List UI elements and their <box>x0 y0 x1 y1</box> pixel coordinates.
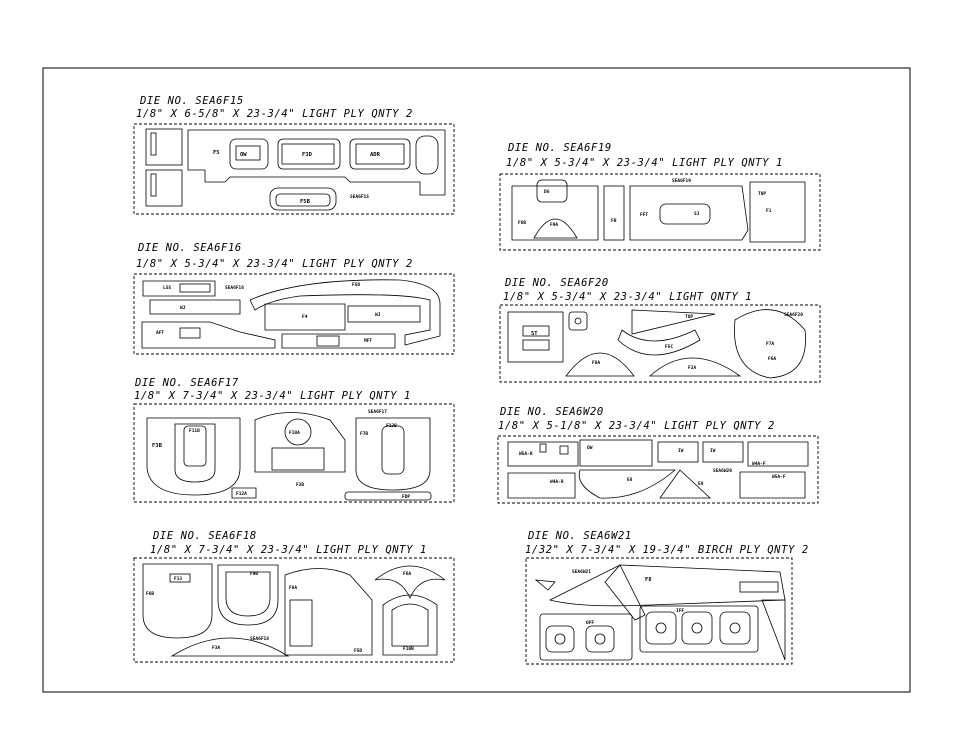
panel-sea6f19-die: DIE NO. SEA6F19 <box>507 142 612 154</box>
panel-sea6w21: DIE NO. SEA6W21 1/32" X 7-3/4" X 19-3/4"… <box>525 530 809 665</box>
part-label: F6A <box>768 356 776 362</box>
part-label: SEA6W21 <box>572 569 591 575</box>
panel-sea6w21-spec: 1/32" X 7-3/4" X 19-3/4" BIRCH PLY QNTY … <box>525 544 809 556</box>
part-label: SJ <box>694 211 700 217</box>
part-label: F11B <box>189 428 200 434</box>
panel-sea6w20-outline <box>497 435 819 504</box>
panel-sea6f15-die: DIE NO. SEA6F15 <box>139 95 244 107</box>
part-label: LSS <box>163 285 171 291</box>
part-label: SEA6F15 <box>350 194 369 200</box>
part-label: AFT <box>156 330 164 336</box>
part-label: SEA6F16 <box>225 285 244 291</box>
part-label: F10A <box>289 430 300 436</box>
part-label: OW <box>240 152 247 158</box>
panel-sea6f20-outline <box>499 304 821 383</box>
part-label: WJ <box>180 305 186 311</box>
panel-sea6f19-outline <box>499 173 821 251</box>
part-label: IW <box>678 448 684 454</box>
part-label: SEA6F17 <box>368 409 387 415</box>
part-label: WJ <box>375 312 381 318</box>
part-label: F1 <box>766 208 772 214</box>
part-label: F6B <box>146 591 154 597</box>
panel-sea6f19: DIE NO. SEA6F19 1/8" X 5-3/4" X 23-3/4" … <box>499 142 821 251</box>
part-label: OW <box>587 445 593 451</box>
part-label: SEA6W20 <box>713 468 732 474</box>
part-label: W5A-R <box>519 451 533 457</box>
panel-sea6w21-outline <box>525 557 793 665</box>
part-label: F5B <box>300 199 311 205</box>
part-label: SEA6F18 <box>250 636 269 642</box>
part-label: F4 <box>302 314 308 320</box>
part-label: F7B <box>360 431 368 437</box>
part-label: F12B <box>386 423 397 429</box>
part-label: W5A-F <box>772 474 786 480</box>
panel-sea6f15-outline <box>133 123 455 215</box>
part-label: TOP <box>758 191 766 197</box>
panel-sea6w20: DIE NO. SEA6W20 1/8" X 5-1/8" X 23-3/4" … <box>497 406 819 504</box>
part-label: F2A <box>688 365 696 371</box>
panel-sea6w21-die: DIE NO. SEA6W21 <box>527 530 632 542</box>
panel-sea6f20: DIE NO. SEA6F20 1/8" X 5-3/4" X 23-3/4" … <box>499 277 821 383</box>
panel-sea6w20-spec: 1/8" X 5-1/8" X 23-3/4" LIGHT PLY QNTY 2 <box>498 420 775 432</box>
part-label: MFT <box>364 338 372 344</box>
part-label: W4A-R <box>550 479 564 485</box>
part-label: TOP <box>685 314 693 320</box>
part-label: F5D <box>354 648 362 654</box>
panel-sea6f15-spec: 1/8" X 6-5/8" X 23-3/4" LIGHT PLY QNTY 2 <box>136 108 413 120</box>
panel-sea6f17-die: DIE NO. SEA6F17 <box>134 377 239 389</box>
panel-sea6f16-die: DIE NO. SEA6F16 <box>137 242 242 254</box>
part-label: F5 <box>213 150 220 156</box>
drawing-border <box>42 67 911 693</box>
part-label: ST <box>531 331 538 337</box>
part-label: F6A <box>403 571 411 577</box>
part-label: F9B <box>250 571 258 577</box>
part-label: FDP <box>402 494 410 500</box>
part-label: E8 <box>627 477 633 483</box>
part-label: F3B <box>152 443 163 449</box>
part-label: F3D <box>302 152 313 158</box>
part-label: FFT <box>640 212 648 218</box>
panel-sea6f19-spec: 1/8" X 5-3/4" X 23-3/4" LIGHT PLY QNTY 1 <box>506 157 783 169</box>
part-label: F2B <box>296 482 304 488</box>
part-label: FB <box>611 218 617 224</box>
part-label: ADR <box>370 152 381 158</box>
part-label: OFF <box>586 620 594 626</box>
panel-sea6f18-spec: 1/8" X 7-3/4" X 23-3/4" LIGHT PLY QNTY 1 <box>150 544 427 556</box>
panel-sea6f20-die: DIE NO. SEA6F20 <box>504 277 609 289</box>
panel-sea6f16-spec: 1/8" X 5-3/4" X 23-3/4" LIGHT PLY QNTY 2 <box>136 258 413 270</box>
panel-sea6f20-spec: 1/8" X 5-3/4" X 23-3/4" LIGHT QNTY 1 <box>503 291 752 303</box>
part-label: F10B <box>403 646 414 652</box>
part-label: F13 <box>174 576 182 582</box>
part-label: F3A <box>212 645 220 651</box>
part-label: F12A <box>236 491 247 497</box>
part-label: SEA6F20 <box>784 312 803 318</box>
part-label: F5C <box>665 344 673 350</box>
part-label: F9A <box>550 222 558 228</box>
part-label: IFF <box>676 608 684 614</box>
panel-sea6f18: DIE NO. SEA6F18 1/8" X 7-3/4" X 23-3/4" … <box>133 530 455 663</box>
panel-sea6f16-outline <box>133 273 455 355</box>
panel-sea6w20-die: DIE NO. SEA6W20 <box>499 406 604 418</box>
part-label: E8 <box>698 481 704 487</box>
part-label: F6B <box>518 220 526 226</box>
panel-sea6f18-outline <box>133 557 455 663</box>
part-label: F8A <box>289 585 297 591</box>
part-label: F5D <box>352 282 360 288</box>
part-label: DG <box>544 189 550 195</box>
panel-sea6f17-outline <box>133 403 455 503</box>
panel-sea6f15: DIE NO. SEA6F15 1/8" X 6-5/8" X 23-3/4" … <box>133 95 455 215</box>
part-label: F8A <box>592 360 600 366</box>
part-label: F8 <box>645 577 652 583</box>
panel-sea6f17-spec: 1/8" X 7-3/4" X 23-3/4" LIGHT PLY QNTY 1 <box>134 390 411 402</box>
part-label: W4A-F <box>752 461 766 467</box>
panel-sea6f16: DIE NO. SEA6F16 1/8" X 5-3/4" X 23-3/4" … <box>133 242 455 355</box>
part-label: IW <box>710 448 716 454</box>
part-label: F7A <box>766 341 774 347</box>
part-label: SEA6F19 <box>672 178 691 184</box>
panel-sea6f18-die: DIE NO. SEA6F18 <box>152 530 257 542</box>
panel-sea6f17: DIE NO. SEA6F17 1/8" X 7-3/4" X 23-3/4" … <box>133 377 455 503</box>
